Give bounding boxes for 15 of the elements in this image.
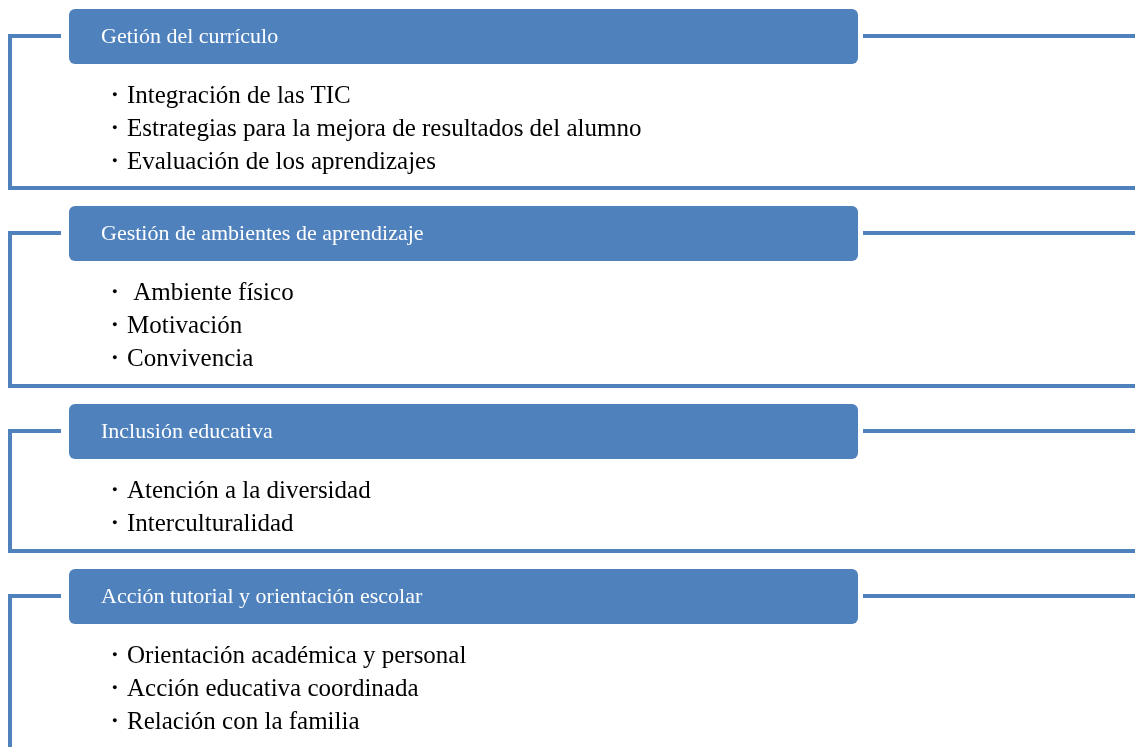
list-item: ・Relación con la familia — [102, 706, 360, 736]
list-item: ・Integración de las TIC — [102, 80, 351, 110]
list-item: ・Convivencia — [102, 343, 254, 373]
list-item: ・Evaluación de los aprendizajes — [102, 146, 436, 176]
list-item: ・Atención a la diversidad — [102, 475, 371, 505]
heading-bar: Getión del currículo — [69, 8, 858, 64]
list-item: ・Acción educativa coordinada — [102, 673, 419, 703]
list-item: ・Orientación académica y personal — [102, 640, 467, 670]
heading-bar: Gestión de ambientes de aprendizaje — [69, 205, 858, 261]
heading-bar: Inclusión educativa — [69, 403, 858, 459]
list-item: ・Motivación — [102, 310, 243, 340]
list-item: ・Interculturalidad — [102, 508, 294, 538]
heading-bar: Acción tutorial y orientación escolar — [69, 568, 858, 624]
list-item: ・Estrategias para la mejora de resultados del alumno — [102, 113, 642, 143]
list-item: ・ Ambiente físico — [102, 277, 294, 307]
